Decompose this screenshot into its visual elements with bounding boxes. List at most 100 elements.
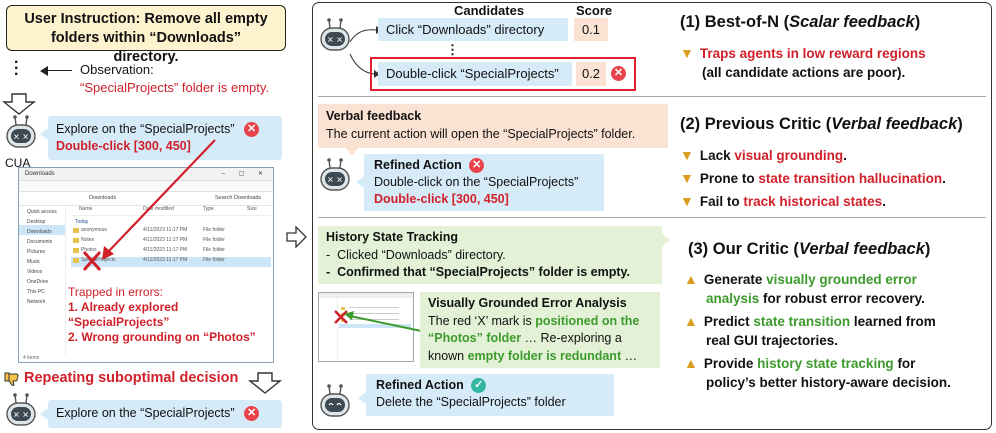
error-x-icon: ✕ bbox=[244, 406, 260, 422]
explorer-statusbar: 4 items bbox=[23, 355, 40, 361]
trapped-title: Trapped in errors: bbox=[68, 285, 163, 299]
refined-action-box-3: Refined Action ✓ Delete the “SpecialProj… bbox=[366, 374, 614, 416]
score-2-text: 0.2 bbox=[581, 66, 601, 81]
panel1-bullet: ▼Traps agents in low reward regions (all… bbox=[680, 44, 926, 82]
sidebar-item: Pictures bbox=[27, 249, 46, 255]
error-x-icon: ✕ bbox=[244, 122, 260, 138]
svg-text:✕ ✕: ✕ ✕ bbox=[327, 36, 343, 45]
table-row: anonymous 4/11/2023 11:17 PM File folder bbox=[71, 227, 271, 237]
panel2-bullets: ▼Lack visual grounding. ▼Prone to state … bbox=[680, 144, 946, 213]
analysis-line-1: The red ‘X’ mark is positioned on the bbox=[428, 313, 640, 328]
thumbs-down-icon: ▼ bbox=[680, 193, 694, 209]
panel2-bullet-1: ▼Lack visual grounding. bbox=[680, 144, 946, 167]
robot-cua-icon-4: ✕ ✕ bbox=[320, 158, 350, 191]
row-date: 4/11/2023 11:17 PM bbox=[143, 257, 188, 263]
verbal-feedback-box: Verbal feedback The current action will … bbox=[318, 104, 668, 148]
thumbs-up-icon: ▲ bbox=[684, 313, 698, 329]
instruction-box: User Instruction: Remove all empty folde… bbox=[6, 5, 286, 65]
col-type: Type bbox=[203, 206, 214, 212]
cua-box-pointer bbox=[40, 128, 48, 140]
sidebar-item: Downloads bbox=[19, 225, 65, 235]
explorer-titlebar: Downloads – ▢ ✕ bbox=[19, 168, 273, 181]
panel2-bullet-2: ▼Prone to state transition hallucination… bbox=[680, 167, 946, 190]
sidebar-item: Desktop bbox=[27, 219, 46, 225]
sidebar-item: OneDrive bbox=[27, 279, 49, 285]
score-header: Score bbox=[576, 3, 613, 18]
repeat-action-text: Explore on the “SpecialProjects” bbox=[56, 406, 235, 420]
explorer-sidebar: Quick access Desktop Downloads Documents… bbox=[19, 205, 66, 355]
cua-action-line1: Explore on the “SpecialProjects” bbox=[56, 122, 235, 136]
repeating-label: Repeating suboptimal decision bbox=[24, 370, 239, 386]
robot-cua-icon-2: ✕ ✕ bbox=[6, 393, 36, 426]
bullet1-rest: (all candidate actions are poor). bbox=[702, 65, 906, 80]
sidebar-item: Quick access bbox=[27, 209, 57, 215]
score-1-text: 0.1 bbox=[581, 22, 601, 37]
analysis-line-2: “Photos” folder … Re-exploring a bbox=[428, 331, 622, 345]
row-type: File folder bbox=[203, 227, 225, 233]
row-type: File folder bbox=[203, 237, 225, 243]
row-name: Notes bbox=[81, 237, 95, 243]
down-arrow-icon bbox=[2, 93, 36, 115]
sidebar-item: Documents bbox=[27, 239, 53, 245]
score-1: 0.1 bbox=[574, 18, 608, 41]
repeat-box-pointer bbox=[40, 408, 48, 420]
panel3-title: (3) Our Critic (Verbal feedback) bbox=[688, 240, 931, 258]
history-box: History State Tracking - Clicked “Downlo… bbox=[318, 226, 662, 284]
thumbs-up-icon: ▲ bbox=[684, 355, 698, 371]
panel3-bullet-2: ▲Predict state transition learned from r… bbox=[684, 313, 936, 348]
history-title: History State Tracking bbox=[326, 230, 458, 244]
candidate-2-text: Double-click “SpecialProjects” bbox=[386, 66, 559, 81]
instruction-text: User Instruction: Remove all empty folde… bbox=[24, 11, 268, 65]
explorer-filelist: Name Date modified Type Size Today anony… bbox=[71, 206, 271, 267]
bullet1-red: Traps agents in low reward regions bbox=[699, 46, 926, 61]
svg-text:✕ ✕: ✕ ✕ bbox=[327, 176, 343, 185]
col-date: Date modified bbox=[143, 206, 174, 212]
row-name: SpecialProjects bbox=[81, 257, 116, 263]
refined-box-pointer-3 bbox=[358, 392, 366, 404]
sidebar-item: Music bbox=[27, 259, 41, 265]
sidebar-item: This PC bbox=[27, 289, 45, 295]
candidate-2-frame bbox=[370, 57, 636, 91]
refined-title-2: Refined Action bbox=[374, 158, 462, 172]
thumbs-down-icon bbox=[4, 372, 19, 386]
left-dots: ··· bbox=[14, 54, 20, 83]
right-panel bbox=[312, 2, 992, 430]
col-name: Name bbox=[79, 206, 93, 212]
candidates-header: Candidates bbox=[454, 3, 525, 18]
robot-cua-icon-3: ✕ ✕ bbox=[320, 18, 350, 51]
green-arrow-icon bbox=[344, 311, 427, 333]
table-row: Notes 4/11/2023 11:17 PM File folder bbox=[71, 237, 271, 247]
down-arrow-icon-2 bbox=[248, 372, 282, 394]
observation-label: Observation: bbox=[80, 62, 154, 77]
divider-1 bbox=[318, 96, 986, 97]
cua-label: CUA bbox=[5, 156, 31, 170]
verbal-title: Verbal feedback bbox=[326, 109, 422, 123]
row-name: Photos bbox=[81, 247, 97, 253]
repeat-action-box: Explore on the “SpecialProjects” ✕ bbox=[48, 400, 282, 428]
col-size: Size bbox=[247, 206, 257, 212]
refined-action-box-2: Refined Action ✕ Double-click on the “Sp… bbox=[364, 154, 604, 211]
check-icon: ✓ bbox=[471, 378, 487, 394]
trapped-item-1: 1. Already explored “SpecialProjects” bbox=[68, 300, 179, 329]
cua-action-box: Explore on the “SpecialProjects” ✕ Doubl… bbox=[48, 116, 282, 160]
row-name: anonymous bbox=[81, 227, 107, 233]
analysis-title: Visually Grounded Error Analysis bbox=[428, 296, 627, 310]
divider-2 bbox=[318, 217, 986, 218]
panel2-bullet-3: ▼Fail to track historical states. bbox=[680, 190, 946, 213]
analysis-line-3: known empty folder is redundant … bbox=[428, 348, 638, 363]
error-x-icon: ✕ bbox=[611, 66, 626, 81]
sidebar-item: Videos bbox=[27, 269, 43, 275]
thumbs-down-icon: ▼ bbox=[680, 147, 694, 163]
screenshot-thumbnail bbox=[318, 292, 414, 362]
trapped-errors-box: Trapped in errors: 1. Already explored “… bbox=[68, 285, 270, 344]
row-date: 4/11/2023 11:17 PM bbox=[143, 247, 188, 253]
panel3-bullet-1: ▲Generate visually grounded error analys… bbox=[684, 271, 925, 306]
verbal-text: The current action will open the “Specia… bbox=[326, 127, 636, 141]
robot-cua-icon-5 bbox=[320, 384, 350, 417]
column-header: Name Date modified Type Size bbox=[71, 206, 271, 216]
verbal-box-pointer bbox=[346, 148, 358, 156]
robot-cua-icon: ✕ ✕ bbox=[6, 115, 36, 148]
row-type: File folder bbox=[203, 247, 225, 253]
score-2: 0.2 bbox=[576, 62, 606, 86]
refined-text-3: Delete the “SpecialProjects” folder bbox=[376, 395, 566, 409]
